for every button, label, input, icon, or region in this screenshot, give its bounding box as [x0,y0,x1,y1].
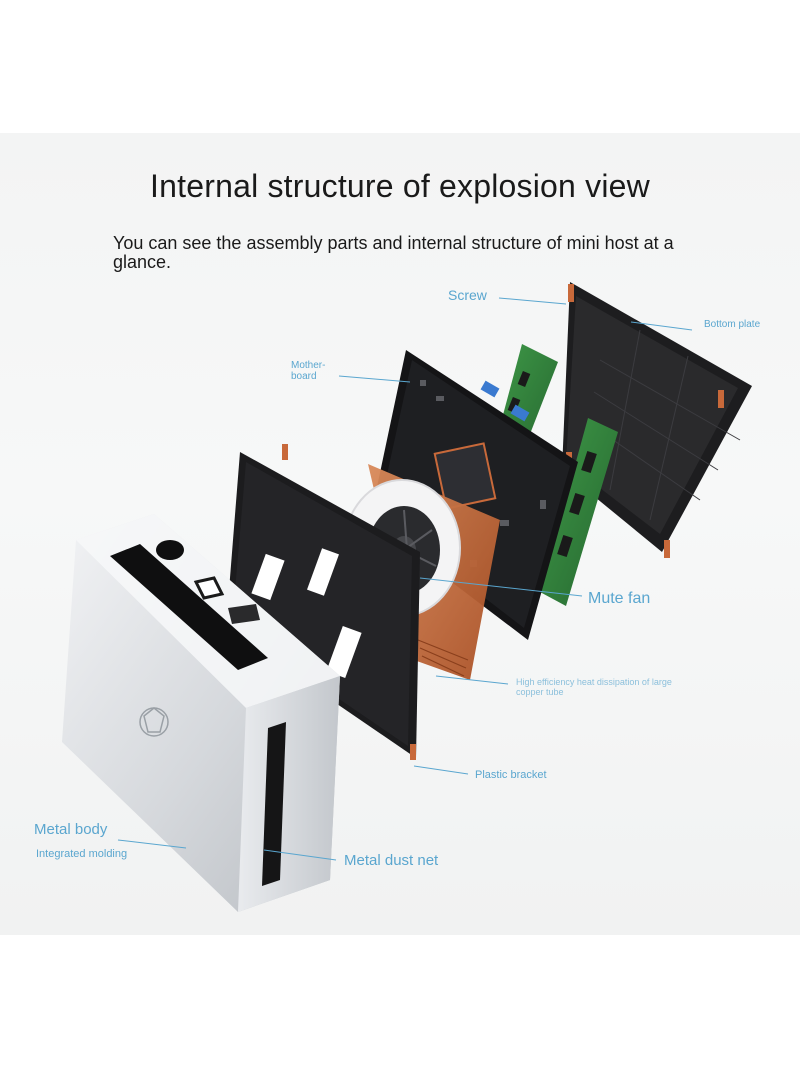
leader-lines [117,297,693,861]
motherboard [370,350,578,640]
label-screw: Screw [448,287,487,303]
label-motherboard: Mother-board [291,360,326,382]
label-bottom-plate: Bottom plate [704,319,761,330]
ssd-module [540,418,618,606]
label-copper-tube: High efficiency heat dissipation of larg… [516,677,672,697]
metal-dust-net [262,722,286,886]
label-mute-fan: Mute fan [588,590,651,607]
plastic-bracket [226,444,420,760]
page-title: Internal structure of explosion view [150,168,650,204]
label-metal-body: Metal body [34,821,108,838]
logo-emblem [139,707,169,737]
label-plastic-bracket: Plastic bracket [475,769,547,781]
page-subtitle: You can see the assembly parts and inter… [113,233,674,272]
label-metal-dust-net: Metal dust net [344,852,439,869]
label-integrated-molding: Integrated molding [36,848,128,860]
